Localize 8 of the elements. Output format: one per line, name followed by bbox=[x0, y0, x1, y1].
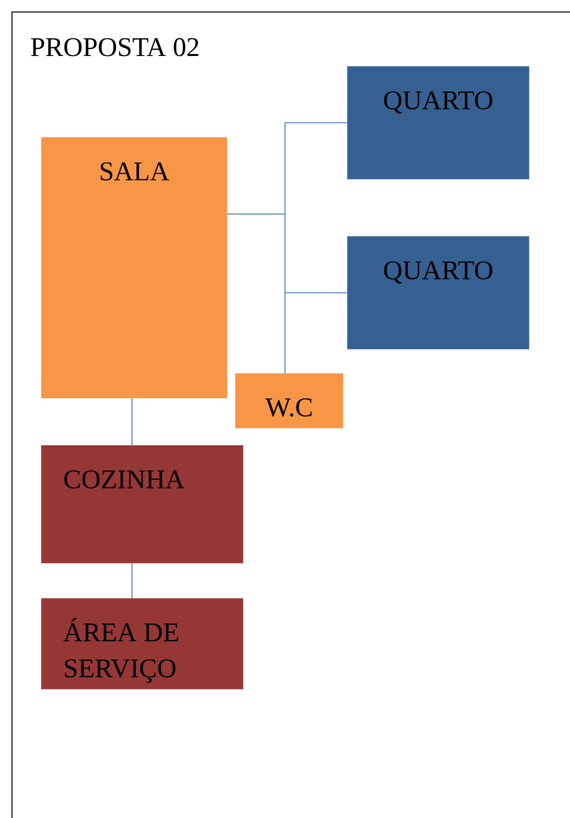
room-box: SALA bbox=[41, 137, 228, 398]
room-box: COZINHA bbox=[41, 445, 244, 564]
room-box: ÁREA DE SERVIÇO bbox=[41, 598, 244, 690]
room-box: QUARTO bbox=[347, 236, 530, 350]
room-box: W.C bbox=[235, 373, 344, 428]
connector-line bbox=[226, 214, 286, 374]
room-box: QUARTO bbox=[347, 66, 530, 180]
title-text: PROPOSTA 02 bbox=[30, 38, 198, 56]
